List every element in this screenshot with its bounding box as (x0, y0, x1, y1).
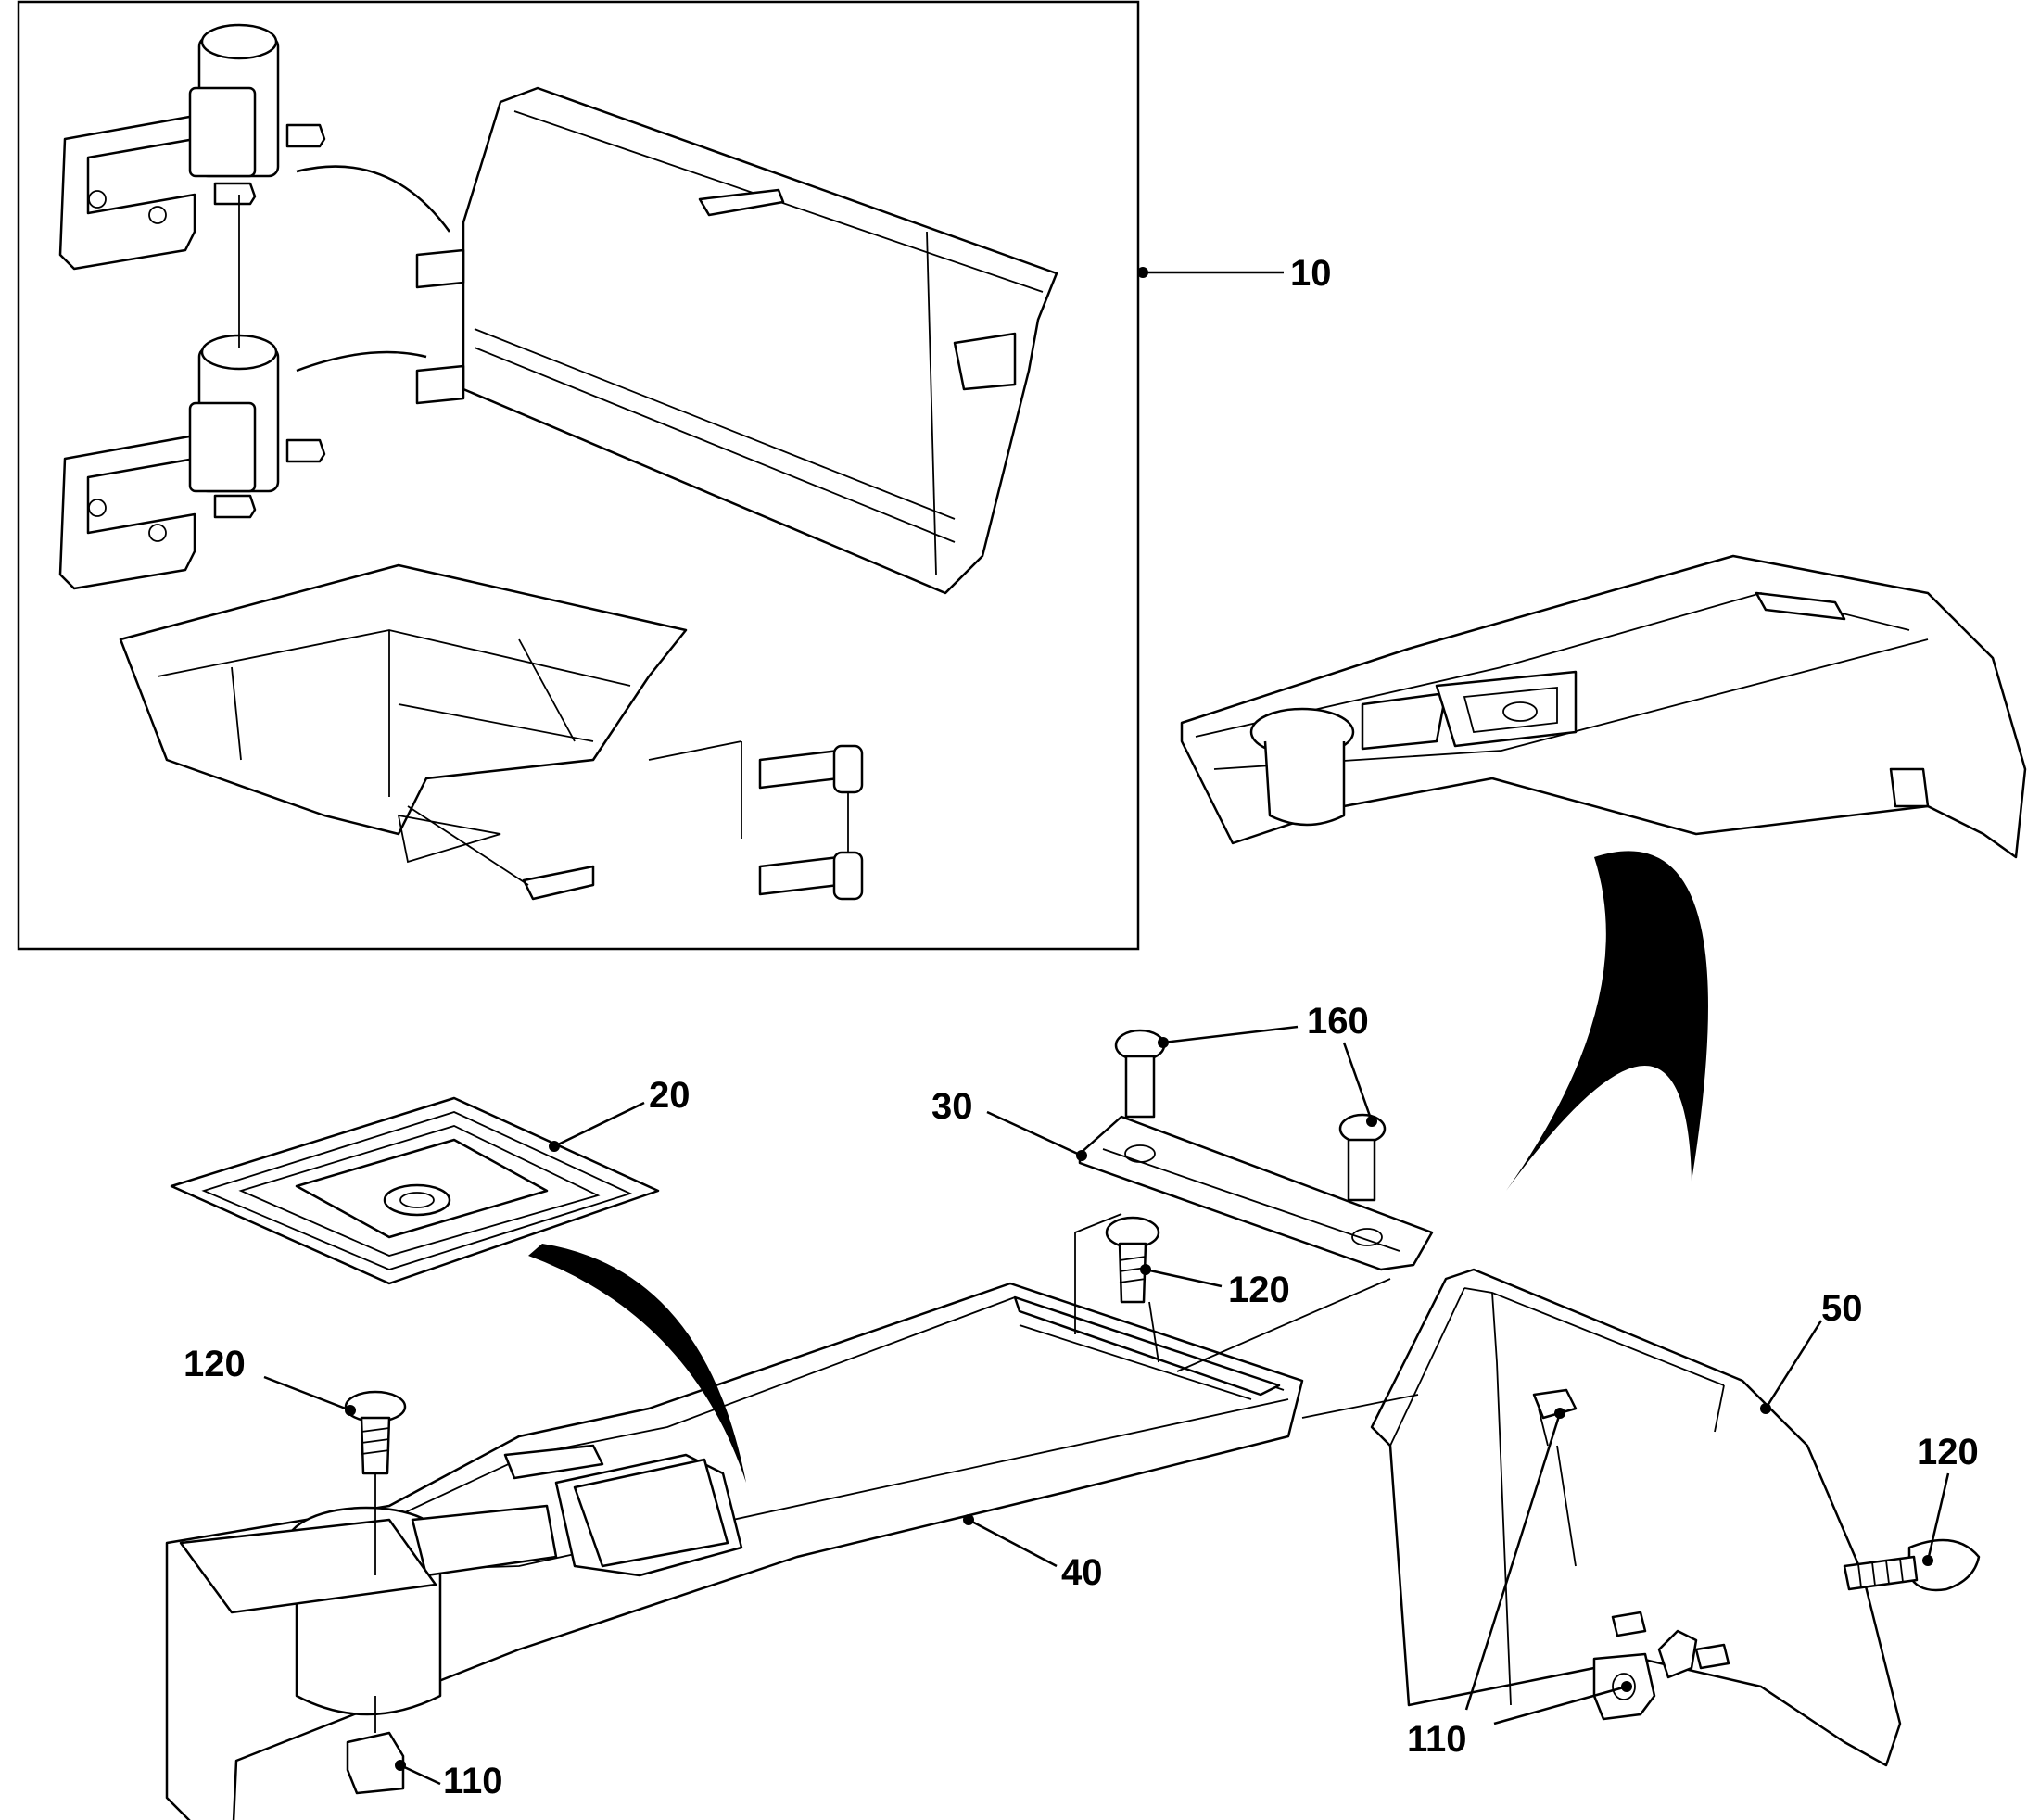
callout-110-right: 110 (1407, 1408, 1632, 1760)
hinge-set-small (407, 740, 864, 901)
callout-label-40: 40 (1061, 1552, 1103, 1593)
callout-50: 50 (1760, 1288, 1863, 1414)
callout-label-30: 30 (931, 1086, 973, 1127)
callout-label-120-middle: 120 (1228, 1270, 1290, 1310)
callout-30: 30 (931, 1086, 1087, 1161)
hinge-bracket-lower (58, 334, 326, 590)
callout-120-middle: 120 (1140, 1264, 1290, 1310)
part-160-screw-a (1114, 1029, 1166, 1119)
part-160-screw-b (1338, 1113, 1387, 1202)
part-50-side-panel (1370, 1268, 1902, 1767)
callout-label-120-left: 120 (184, 1344, 246, 1384)
callout-label-120-right: 120 (1917, 1432, 1979, 1472)
hinge-bracket-upper (58, 23, 326, 271)
callout-40: 40 (963, 1514, 1103, 1593)
callout-20: 20 (549, 1075, 691, 1152)
detail-inset-frame (17, 0, 1140, 951)
assembly-arrow-boot (528, 1244, 746, 1483)
alignment-lines (1074, 1213, 1577, 1567)
callout-label-110-right: 110 (1407, 1719, 1467, 1760)
part-40-console-tray (165, 1282, 1304, 1820)
callout-label-110-left: 110 (443, 1761, 503, 1801)
seat-base-chassis (119, 563, 688, 864)
callout-label-50: 50 (1821, 1288, 1863, 1329)
part-30-cover-plate (1078, 1115, 1434, 1271)
center-console-assembled (1180, 554, 2027, 859)
callout-160: 160 (1158, 1001, 1377, 1127)
callout-120-left: 120 (184, 1344, 356, 1416)
seat-back-panel (415, 86, 1058, 595)
callout-10: 10 (1137, 253, 1332, 294)
callout-label-20: 20 (649, 1075, 691, 1116)
assembly-arrow-right (1506, 851, 1708, 1191)
callout-110-left: 110 (395, 1760, 503, 1801)
callout-label-160: 160 (1307, 1001, 1369, 1042)
part-120-screw-right (1843, 1538, 1981, 1592)
part-20-gear-boot (170, 1096, 660, 1285)
part-120-screw-middle (1105, 1216, 1160, 1304)
part-110-clip-left (346, 1696, 405, 1795)
part-120-screw-left (344, 1390, 407, 1575)
callout-label-10: 10 (1290, 253, 1332, 294)
callout-120-right: 120 (1917, 1432, 1979, 1566)
